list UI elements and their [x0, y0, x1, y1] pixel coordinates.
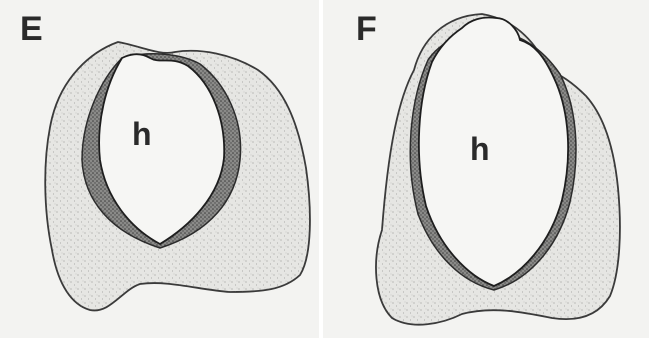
lumen-label-f: h: [470, 133, 490, 165]
panel-e: E h: [0, 0, 320, 338]
panel-e-drawing: [0, 0, 320, 338]
panel-letter-e: E: [20, 12, 43, 46]
panel-f: F h: [322, 0, 649, 338]
panel-f-drawing: [322, 0, 649, 338]
panel-letter-f: F: [356, 12, 377, 46]
lumen-label-e: h: [132, 118, 152, 150]
